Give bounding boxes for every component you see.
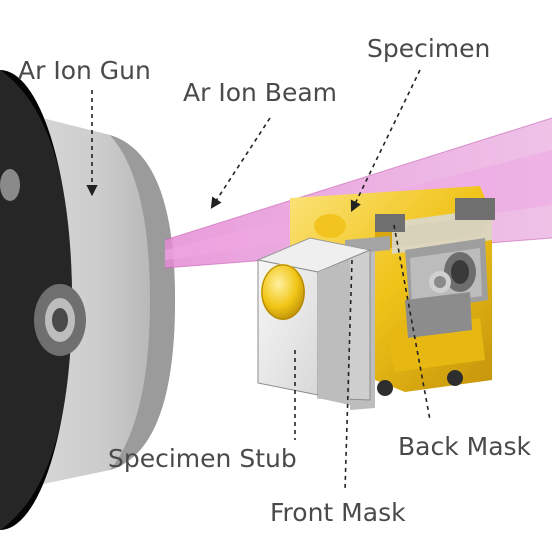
gun-port-upper [0,169,20,201]
gun-ring-edge [110,135,175,470]
specimen-stub [256,237,372,405]
arrow-front-mask [344,259,353,491]
label-back-mask: Back Mask [398,432,532,461]
label-front-mask: Front Mask [270,498,406,527]
specimen [314,214,346,238]
ar-ion-gun [0,70,175,530]
specimen-block [375,214,405,232]
label-ar-ion-gun: Ar Ion Gun [18,56,151,85]
arrow-specimen [350,69,421,213]
arrow-back-mask [393,224,431,421]
leader-arrows [86,69,431,491]
label-ar-ion-beam: Ar Ion Beam [183,78,337,107]
label-specimen: Specimen [367,34,491,63]
stub-knob [261,264,305,320]
base-screw [447,370,463,386]
arrow-ar-ion-beam [210,117,271,209]
base-screw [377,380,393,396]
label-specimen-stub: Specimen Stub [108,444,297,473]
